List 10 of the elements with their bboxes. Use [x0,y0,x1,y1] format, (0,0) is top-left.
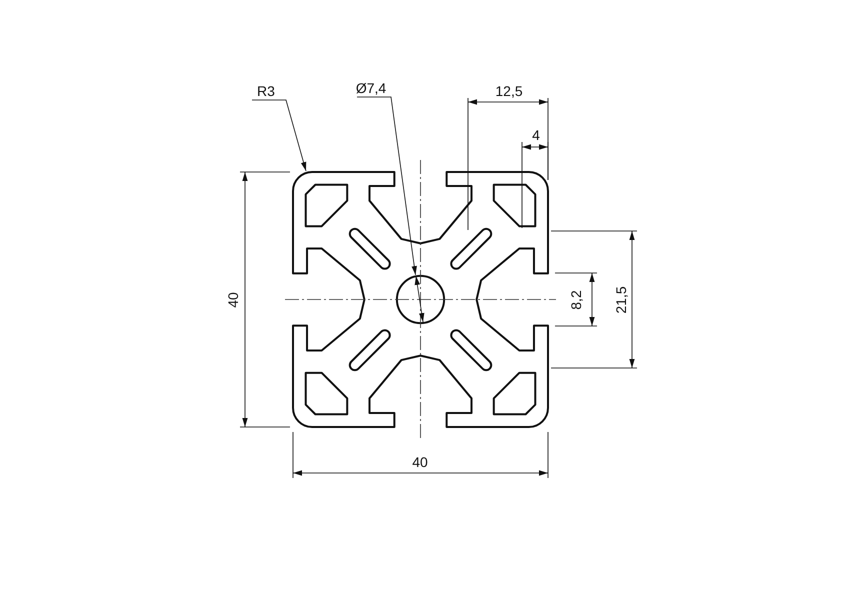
leader-line [356,96,417,276]
dimension-label: 4 [532,128,540,142]
dimension-label: R3 [257,84,275,98]
leader-line [252,100,306,172]
dimension-label: 12,5 [495,84,523,98]
dimension-label: Ø7,4 [356,81,386,95]
dimension-label: 21,5 [614,286,628,314]
dimension-label: 40 [412,455,428,469]
dimension-label: 8,2 [569,290,583,310]
dimension-label: 40 [226,292,240,308]
